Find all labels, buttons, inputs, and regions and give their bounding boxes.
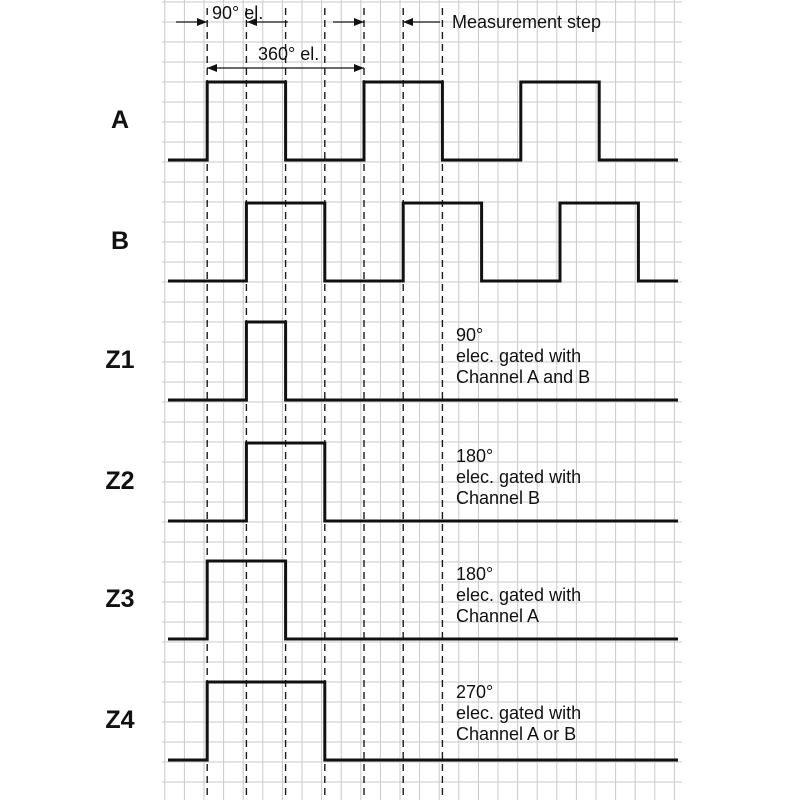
- channel-note-z3-line: Channel A: [456, 606, 539, 626]
- channel-note-z4-line: elec. gated with: [456, 703, 581, 723]
- deg360-arrowhead-left: [207, 64, 217, 72]
- deg90-arrowhead-right: [247, 18, 257, 26]
- deg90-arrowhead-left: [197, 18, 207, 26]
- channel-note-z2-line: elec. gated with: [456, 467, 581, 487]
- channel-b: B: [111, 201, 678, 283]
- step-arrowhead-left: [354, 18, 364, 26]
- channel-note-z4-line: Channel A or B: [456, 724, 576, 744]
- deg90-label: 90° el.: [212, 3, 263, 23]
- dimension-annotations: 90° el. 360° el. Measurement step: [176, 3, 601, 72]
- channel-note-z1-line: elec. gated with: [456, 346, 581, 366]
- channel-note-z3-line: 180°: [456, 564, 493, 584]
- channel-label-z3: Z3: [105, 585, 134, 613]
- waveform-z1: [168, 320, 678, 402]
- waveform-z4: [168, 680, 678, 762]
- waveform-b: [168, 201, 678, 283]
- waveform-z2: [168, 441, 678, 523]
- channel-label-b: B: [111, 227, 129, 255]
- step-arrowhead-right: [403, 18, 413, 26]
- deg360-arrowhead-right: [354, 64, 364, 72]
- deg360-label: 360° el.: [258, 44, 319, 64]
- channel-label-z2: Z2: [105, 467, 134, 495]
- waveform-a: [168, 80, 678, 162]
- waveform-z3: [168, 559, 678, 641]
- channel-note-z1-line: Channel A and B: [456, 367, 590, 387]
- channel-label-a: A: [111, 106, 129, 134]
- channel-note-z1-line: 90°: [456, 325, 483, 345]
- measurement-step-label: Measurement step: [452, 12, 601, 32]
- channel-note-z2-line: Channel B: [456, 488, 540, 508]
- channel-label-z4: Z4: [105, 706, 134, 734]
- channel-note-z4-line: 270°: [456, 682, 493, 702]
- channel-label-z1: Z1: [105, 346, 134, 374]
- channel-note-z2-line: 180°: [456, 446, 493, 466]
- channel-note-z3-line: elec. gated with: [456, 585, 581, 605]
- channel-a: A: [111, 80, 678, 162]
